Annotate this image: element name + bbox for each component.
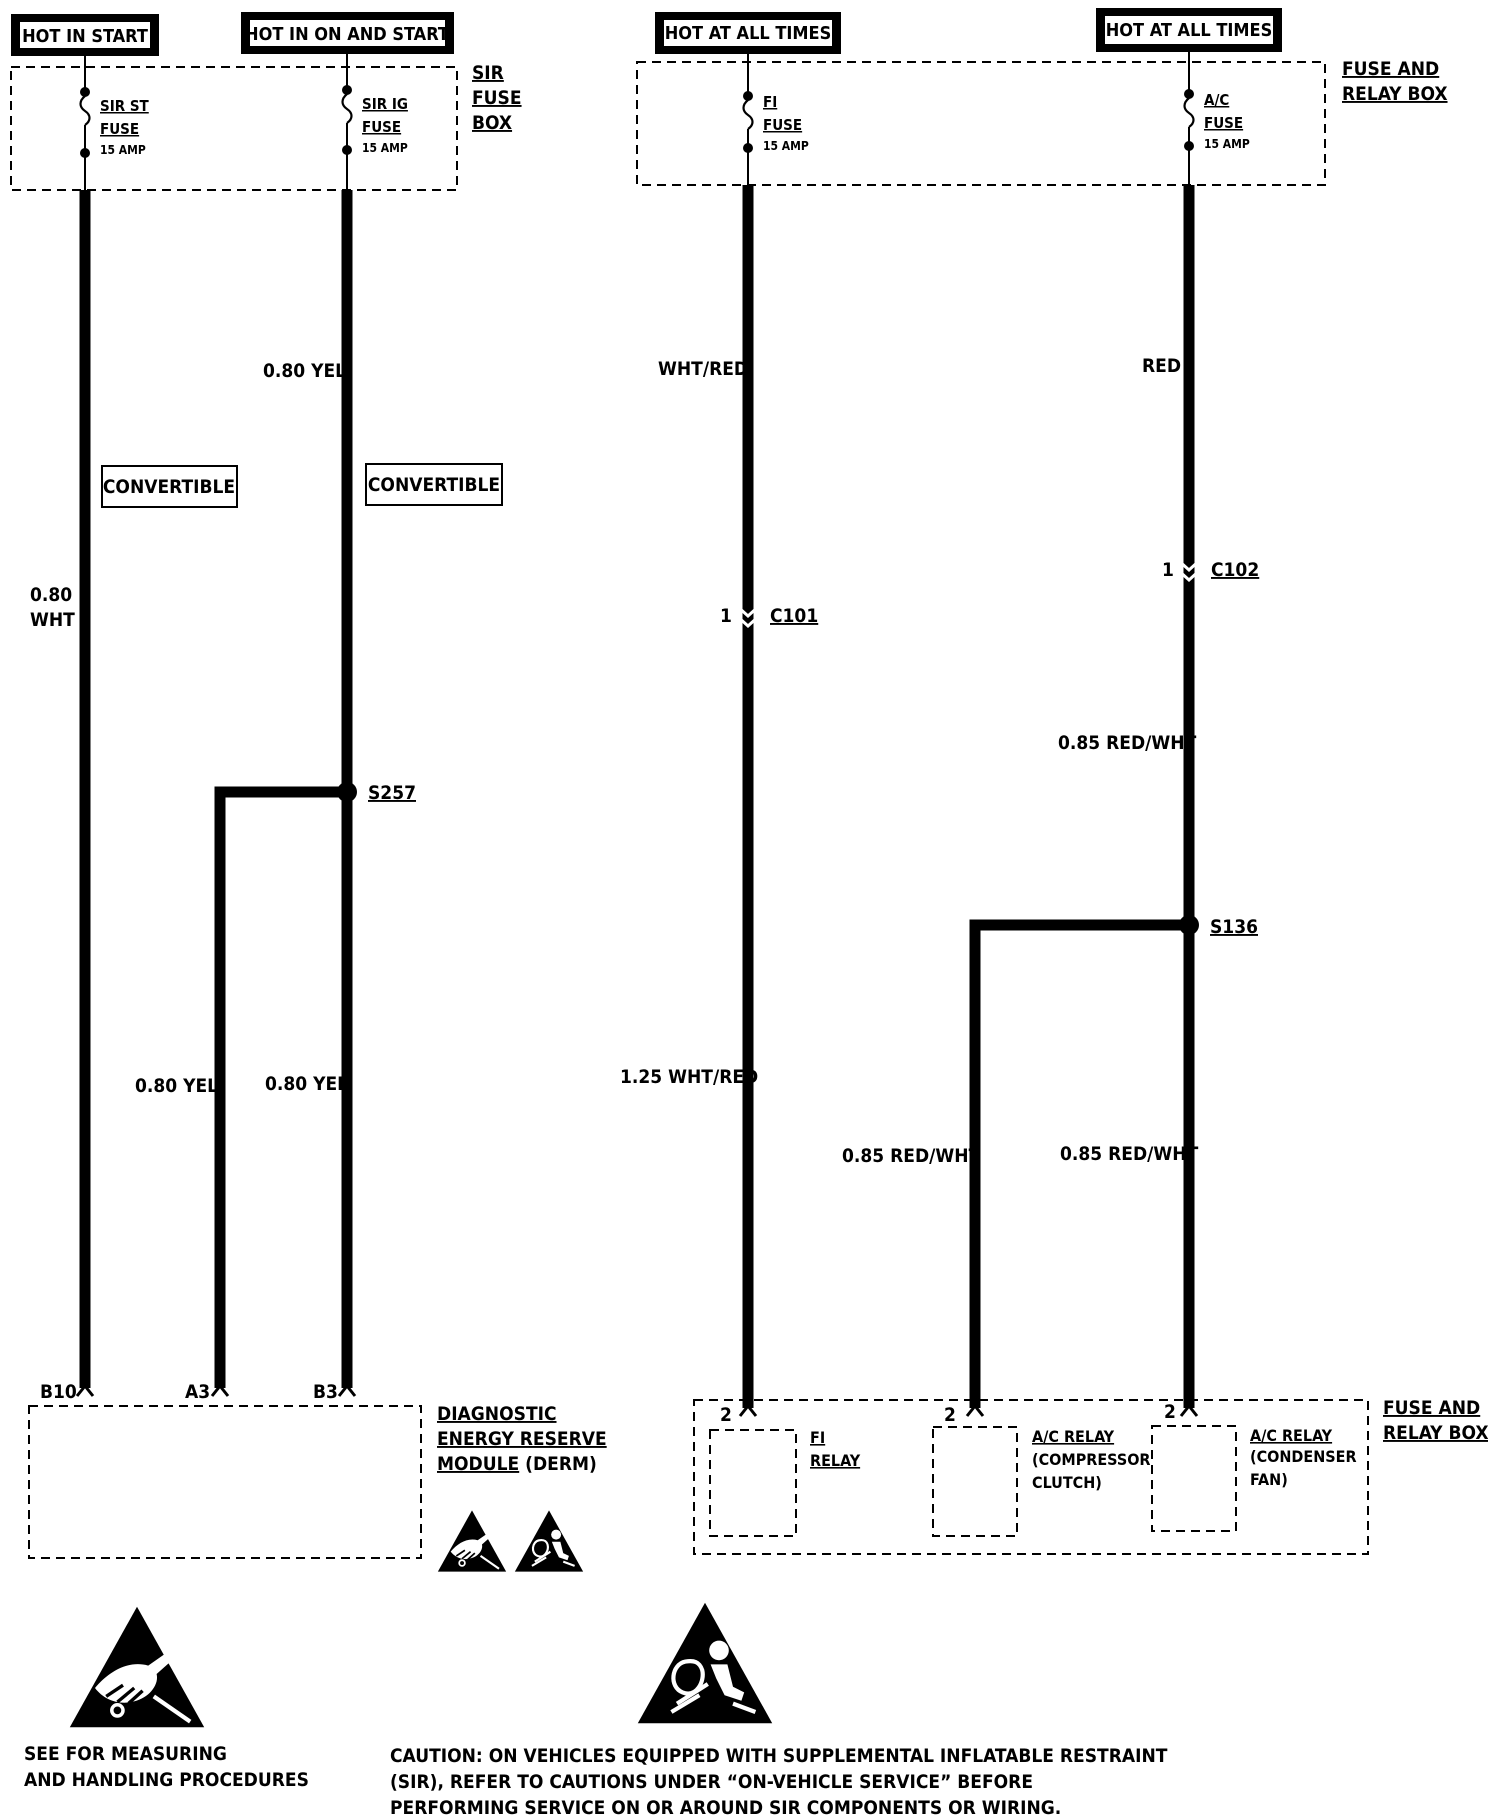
- splice-s257-dot: [337, 782, 357, 802]
- note-esd-line-2: AND HANDLING PROCEDURES: [24, 1769, 309, 1791]
- wire-label-w5-top: RED: [1142, 355, 1181, 377]
- derm-module-outline: [28, 1405, 422, 1559]
- relay-fi-label-1: FI: [810, 1428, 825, 1447]
- relay-fi-label-2: RELAY: [810, 1451, 861, 1470]
- relay-ac-comp-pin: 2: [944, 1404, 956, 1426]
- header-hot-in-start: HOT IN START: [11, 14, 159, 56]
- connector-c101-name: C101: [770, 605, 818, 627]
- fuse-sir-ig-rating: 15 AMP: [362, 141, 408, 155]
- sir-fuse-box-label-2: FUSE: [472, 87, 522, 109]
- relay-ac-comp-label-1: A/C RELAY: [1032, 1427, 1115, 1446]
- fuse-ac: A/C FUSE 15 AMP: [1183, 52, 1250, 188]
- fuse-sir-st-name: SIR ST: [100, 97, 150, 115]
- relay-fi-box: [709, 1429, 797, 1537]
- esd-warning-icon-large: [70, 1607, 204, 1727]
- connector-c102-pin: 1: [1162, 559, 1174, 581]
- relay-ac-cond-label-1: A/C RELAY: [1250, 1426, 1333, 1445]
- fuse-relay-box-bottom-outline: [693, 1399, 1369, 1555]
- fuse-fi-type: FUSE: [763, 116, 802, 134]
- fuse-fi-rating: 15 AMP: [763, 139, 809, 153]
- fuse-sir-st: SIR ST FUSE 15 AMP: [79, 56, 150, 192]
- wire-label-w1-size: 0.80: [30, 584, 72, 606]
- wire-label-w3: 0.80 YEL: [135, 1075, 218, 1097]
- wire-s257-branch-yel: [214, 786, 347, 1388]
- convertible-box-2-text: CONVERTIBLE: [368, 474, 500, 496]
- derm-label-3: MODULE (DERM): [437, 1453, 597, 1475]
- sir-fuse-box-label-3: BOX: [472, 112, 512, 134]
- wire-s136-branch-red-wht: [969, 919, 1189, 1408]
- relay-ac-comp-box: [932, 1426, 1018, 1537]
- fuse-ac-name: A/C: [1204, 91, 1229, 109]
- note-sir-caution-line-1: CAUTION: ON VEHICLES EQUIPPED WITH SUPPL…: [390, 1745, 1168, 1767]
- note-sir-caution-line-3: PERFORMING SERVICE ON OR AROUND SIR COMP…: [390, 1797, 1061, 1819]
- header-hot-at-all-times-2: HOT AT ALL TIMES: [1096, 8, 1282, 52]
- splice-s136-label: S136: [1210, 916, 1258, 938]
- splice-s136-dot: [1179, 915, 1199, 935]
- derm-label-2: ENERGY RESERVE: [437, 1428, 607, 1450]
- fuse-sir-ig: SIR IG FUSE 15 AMP: [341, 54, 408, 192]
- wire-label-w4-bottom: 1.25 WHT/RED: [620, 1066, 758, 1088]
- relay-ac-comp-label-2: (COMPRESSOR: [1032, 1450, 1151, 1469]
- fuse-relay-box-top-outline: [636, 61, 1326, 186]
- connector-c102-name: C102: [1211, 559, 1259, 581]
- sir-fuse-box-label-1: SIR: [472, 62, 504, 84]
- relay-fi-pin: 2: [720, 1404, 732, 1426]
- wire-label-w5-bottom: 0.85 RED/WHT: [1060, 1143, 1199, 1165]
- fuse-sir-ig-type: FUSE: [362, 118, 401, 136]
- fuse-ac-type: FUSE: [1204, 114, 1243, 132]
- wire-label-w2-top: 0.80 YEL: [263, 360, 346, 382]
- connector-c101-pin: 1: [720, 605, 732, 627]
- fuse-relay-box-top-label-2: RELAY BOX: [1342, 83, 1448, 105]
- header-hot-at-all-times-2-text: HOT AT ALL TIMES: [1106, 20, 1273, 41]
- relay-ac-cond-pin: 2: [1164, 1401, 1176, 1423]
- derm-pin-b3: B3: [313, 1381, 338, 1403]
- fuse-sir-st-type: FUSE: [100, 120, 139, 138]
- sir-airbag-warning-icon: [513, 1509, 585, 1573]
- connector-c102: 1 C102: [1162, 558, 1259, 583]
- derm-pin-b10: B10: [40, 1381, 77, 1403]
- wire-label-w4-top: WHT/RED: [658, 358, 748, 380]
- relay-ac-cond-box: [1151, 1425, 1237, 1532]
- header-hot-at-all-times-1: HOT AT ALL TIMES: [655, 12, 841, 54]
- convertible-box-2: CONVERTIBLE: [365, 463, 503, 506]
- fuse-fi: FI FUSE 15 AMP: [742, 54, 809, 188]
- convertible-box-1-text: CONVERTIBLE: [103, 476, 235, 498]
- fuse-relay-box-top-label-1: FUSE AND: [1342, 58, 1439, 80]
- header-hot-at-all-times-1-text: HOT AT ALL TIMES: [665, 23, 832, 44]
- fuse-ac-rating: 15 AMP: [1204, 137, 1250, 151]
- relay-ac-cond-label-3: FAN): [1250, 1470, 1288, 1489]
- note-sir-caution-line-2: (SIR), REFER TO CAUTIONS UNDER “ON-VEHIC…: [390, 1771, 1033, 1793]
- sir-airbag-warning-icon-large: [638, 1603, 772, 1723]
- relay-ac-comp-label-3: CLUTCH): [1032, 1473, 1102, 1492]
- esd-warning-icon: [436, 1509, 508, 1573]
- header-hot-in-start-text: HOT IN START: [22, 26, 148, 47]
- fuse-relay-box-bottom-label-1: FUSE AND: [1383, 1397, 1480, 1419]
- relay-ac-cond-label-2: (CONDENSER: [1250, 1447, 1357, 1466]
- connector-c101: 1 C101: [720, 604, 818, 629]
- convertible-box-1: CONVERTIBLE: [101, 465, 238, 508]
- wire-label-w2-bottom: 0.80 YEL: [265, 1073, 348, 1095]
- fuse-fi-name: FI: [763, 93, 777, 111]
- splice-s257-label: S257: [368, 782, 416, 804]
- header-hot-in-on-and-start-text: HOT IN ON AND START: [245, 24, 449, 45]
- derm-label-1: DIAGNOSTIC: [437, 1403, 557, 1425]
- note-esd-line-1: SEE FOR MEASURING: [24, 1743, 227, 1765]
- derm-label-3-module: MODULE: [437, 1453, 519, 1475]
- header-hot-in-on-and-start: HOT IN ON AND START: [241, 12, 454, 54]
- wire-label-w6: 0.85 RED/WHT: [842, 1145, 981, 1167]
- derm-pin-a3: A3: [185, 1381, 210, 1403]
- fuse-sir-st-rating: 15 AMP: [100, 143, 146, 157]
- fuse-relay-box-bottom-label-2: RELAY BOX: [1383, 1422, 1488, 1444]
- fuse-sir-ig-name: SIR IG: [362, 95, 408, 113]
- wire-label-w1-color: WHT: [30, 609, 75, 631]
- wire-label-w5-mid: 0.85 RED/WHT: [1058, 732, 1197, 754]
- derm-label-3-derm: (DERM): [519, 1453, 597, 1475]
